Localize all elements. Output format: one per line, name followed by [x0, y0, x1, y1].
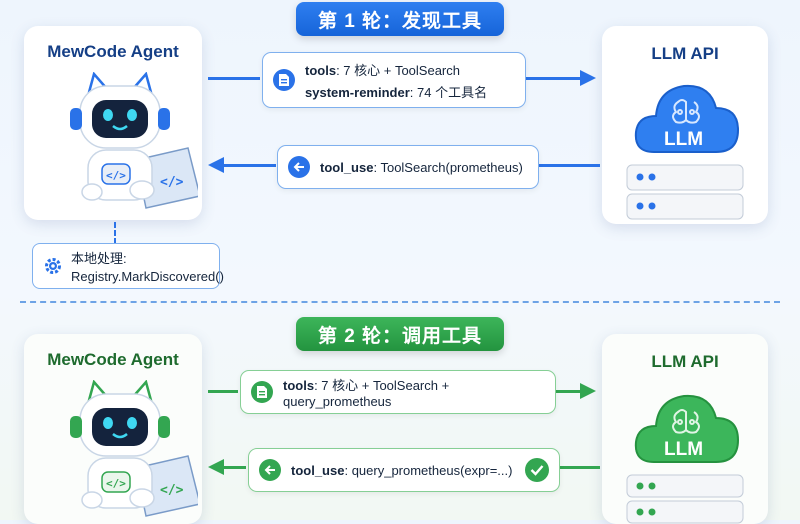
request-arrow-line: [208, 77, 260, 80]
cloud-brain-icon: [634, 84, 740, 153]
request-value-reminder: : 74 个工具名: [409, 84, 488, 100]
response-key: tool_use: [291, 462, 345, 478]
svg-text:</>: </>: [106, 477, 126, 490]
local-label: 本地处理:: [71, 251, 127, 266]
server-stack-icon: [626, 474, 744, 524]
cloud-brain-icon: [634, 394, 740, 463]
response-arrow-line: [560, 466, 600, 469]
local-processing-box: 本地处理: Registry.MarkDiscovered(): [32, 243, 224, 289]
back-arrow-icon: [259, 459, 281, 481]
round1-title: 第 1 轮：发现工具: [296, 2, 504, 36]
response-arrow-head: [208, 459, 224, 475]
response-value: : ToolSearch(prometheus): [373, 159, 523, 175]
request-value-tools: : 7 核心 + ToolSearch + query_prometheus: [283, 378, 450, 409]
response-arrow-head: [208, 157, 224, 173]
check-icon: [525, 458, 549, 482]
request-arrow-head: [580, 70, 596, 86]
document-icon: [251, 381, 273, 403]
gear-icon: [45, 258, 61, 274]
svg-text:</>: </>: [160, 483, 184, 498]
response-key: tool_use: [320, 159, 374, 175]
request-arrow-line: [556, 390, 582, 393]
round-divider: [20, 301, 780, 303]
request-key-tools: tools: [283, 378, 315, 393]
local-connector: [114, 222, 116, 244]
llm-title: LLM API: [651, 44, 719, 63]
agent-card-round1: MewCode Agent </> </>: [24, 26, 202, 220]
server-stack-icon: [626, 164, 744, 220]
request-value-tools: : 7 核心 + ToolSearch: [336, 62, 460, 78]
llm-card-round2: LLM API LLM: [602, 334, 768, 524]
agent-title: MewCode Agent: [47, 42, 179, 61]
request-key-reminder: system-reminder: [305, 84, 410, 100]
request-message-round1: tools: 7 核心 + ToolSearch system-reminder…: [262, 52, 526, 108]
response-message-round2: tool_use: query_prometheus(expr=...): [248, 448, 560, 492]
back-arrow-icon: [288, 156, 310, 178]
svg-text:</>: </>: [160, 175, 184, 190]
local-call: Registry.MarkDiscovered(): [71, 269, 224, 284]
robot-cat-mascot: </> </>: [70, 72, 198, 209]
llm-card-round1: LLM API LLM: [602, 26, 768, 224]
response-arrow-line: [222, 164, 276, 167]
round2-title: 第 2 轮：调用工具: [296, 317, 504, 351]
agent-title: MewCode Agent: [47, 350, 179, 369]
svg-text:</>: </>: [106, 169, 126, 182]
llm-badge: LLM: [664, 129, 704, 150]
response-arrow-line: [538, 164, 600, 167]
request-key-tools: tools: [305, 62, 337, 78]
response-arrow-line: [222, 466, 246, 469]
request-arrow-line: [208, 390, 238, 393]
request-message-round2: tools: 7 核心 + ToolSearch + query_prometh…: [240, 370, 556, 414]
robot-cat-mascot: </> </>: [70, 380, 198, 517]
document-icon: [273, 69, 295, 91]
request-arrow-head: [580, 383, 596, 399]
response-message-round1: tool_use: ToolSearch(prometheus): [277, 145, 539, 189]
llm-badge: LLM: [664, 439, 704, 460]
agent-card-round2: MewCode Agent </> </>: [24, 334, 202, 524]
response-value: : query_prometheus(expr=...): [344, 462, 513, 478]
llm-title: LLM API: [651, 352, 719, 371]
request-arrow-line: [525, 77, 581, 80]
